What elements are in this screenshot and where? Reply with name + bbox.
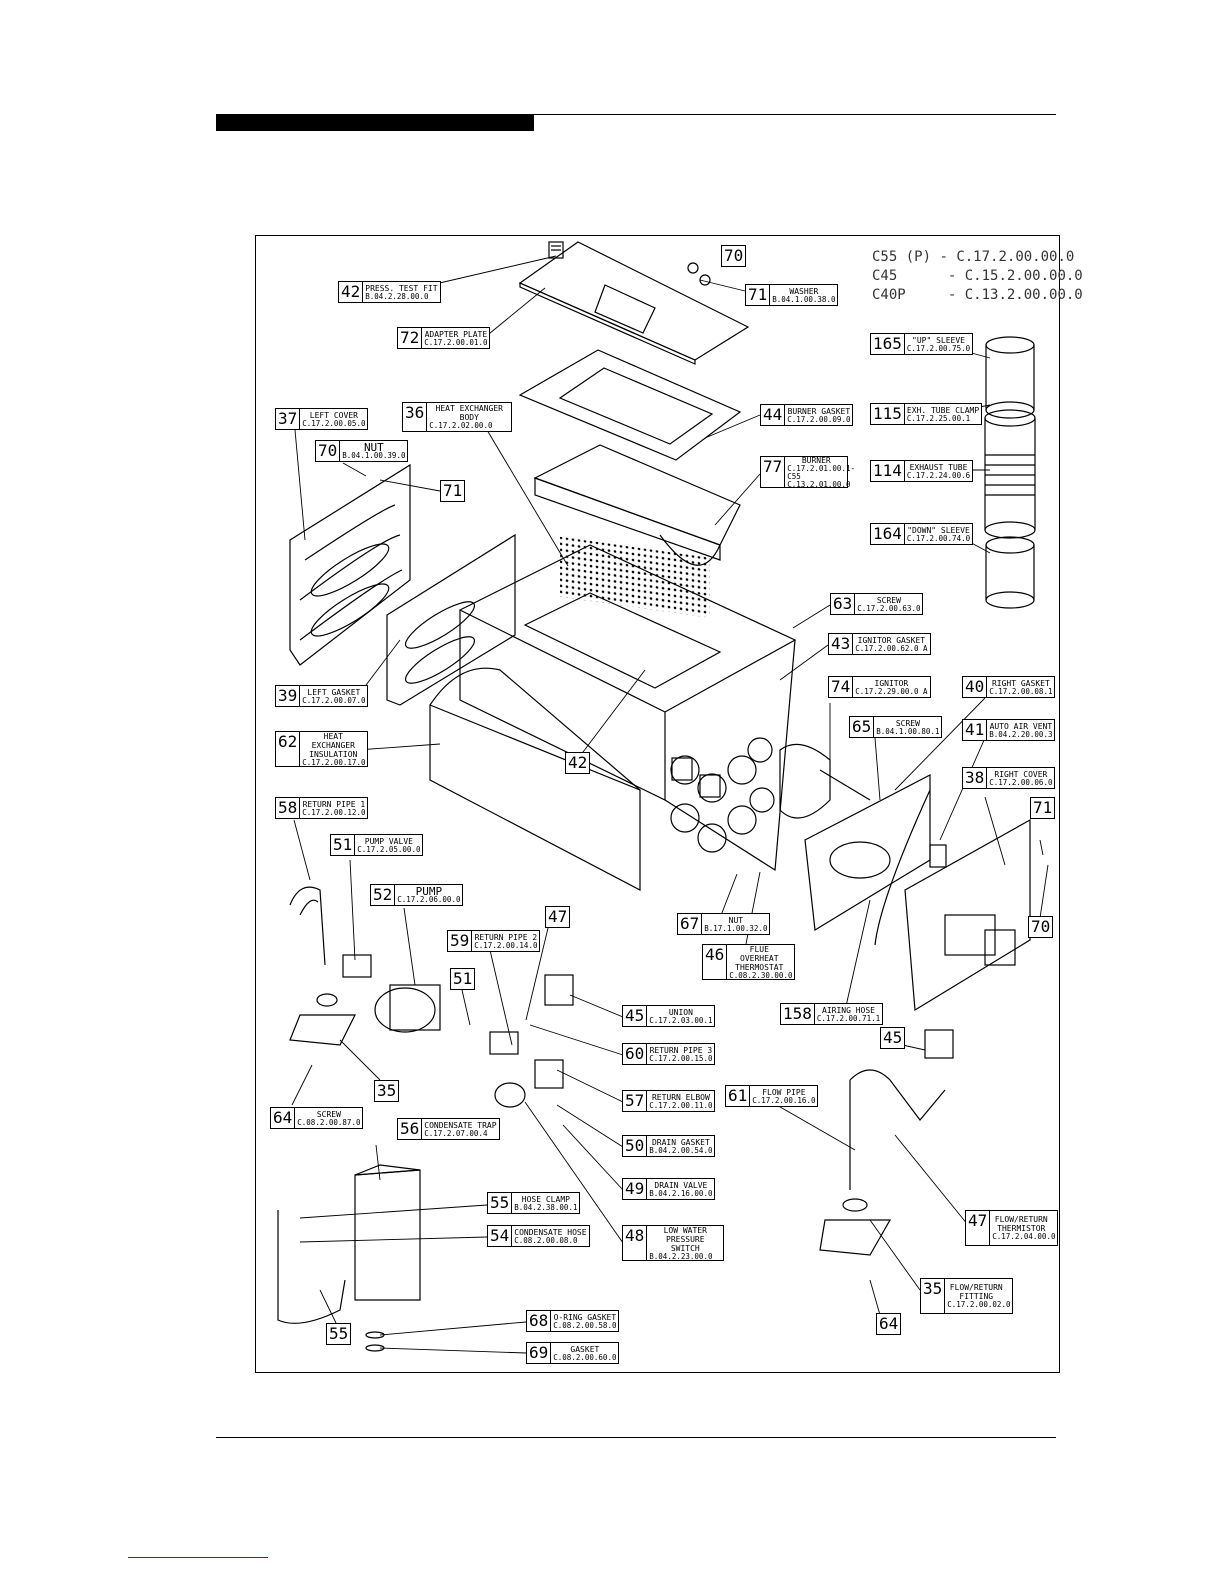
return-pipe-1 [289,886,326,966]
return-elbow [534,1059,564,1089]
number-box-51: 51 [450,968,476,990]
down-sleeve [985,536,1035,609]
return-pipe-2 [489,1031,519,1055]
o-ring-gasket [365,1331,385,1352]
union-right [924,1029,954,1059]
press-test-fitting [548,241,564,259]
left-cover [289,463,411,666]
model-row-c40p: C40P - C.13.2.00.00.0 [872,287,1083,303]
condensate-trap [354,1164,421,1301]
header-bar [216,114,534,131]
number-box-47: 47 [545,906,571,928]
condensate-hose [277,1210,346,1324]
burner-gasket [518,349,742,461]
left-gasket [386,533,516,706]
leader-lines [291,255,1049,1354]
number-box-45: 45 [880,1027,906,1049]
pump [374,984,441,1033]
flow-return-fitting-right [819,1198,892,1256]
number-box-35: 35 [374,1080,400,1102]
low-water-pressure-switch [494,1082,526,1108]
model-row-c45: C45 - C.15.2.00.00.0 [872,268,1083,284]
diagram-frame [255,235,1060,1373]
number-box-70-right: 70 [1028,916,1054,938]
number-box-70-top: 70 [721,245,747,267]
burner [533,444,741,618]
heat-exchanger-body [458,544,797,872]
number-box-64: 64 [876,1313,902,1335]
washer-nut [687,262,711,286]
auto-air-vent [929,844,947,868]
number-box-71-left: 71 [440,480,466,502]
union [544,974,574,1006]
pump-valve [342,954,372,978]
flow-pipe [849,1069,946,1190]
number-box-42: 42 [565,752,591,774]
footer-rule [216,1437,1056,1438]
right-cover [904,818,1031,1012]
up-sleeve [985,336,1035,419]
header-rule [534,114,1056,115]
heat-exchanger-insulation [429,667,641,891]
flow-return-fitting-left [289,993,356,1046]
ignitor [779,743,871,819]
number-box-71-right: 71 [1030,797,1056,819]
exhaust-tube [984,409,1036,539]
airing-hose [874,789,931,946]
footer-link-underline [128,1557,268,1558]
model-row-c55: C55 (P) - C.17.2.00.00.0 [872,249,1075,265]
adapter-plate [518,241,750,365]
number-box-55: 55 [326,1323,352,1345]
